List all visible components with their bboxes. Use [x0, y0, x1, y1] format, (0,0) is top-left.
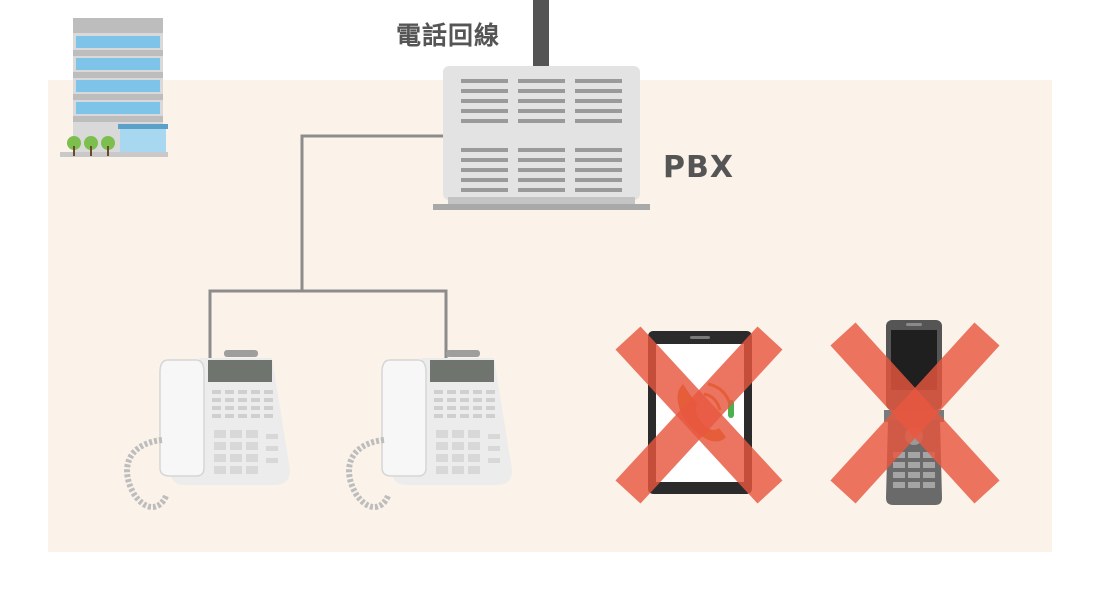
desk-phone-icon [124, 350, 290, 510]
phone-line-label: 電話回線 [396, 21, 501, 50]
cross-mark-icon [830, 322, 1000, 504]
pbx-label: PBX [663, 150, 734, 185]
phone-line-cable [533, 0, 549, 68]
office-building-icon [60, 18, 168, 157]
cross-mark-icon [615, 326, 783, 504]
pbx-unit-icon [433, 66, 650, 210]
desk-phone-icon [346, 350, 512, 510]
network-wires [208, 134, 448, 360]
